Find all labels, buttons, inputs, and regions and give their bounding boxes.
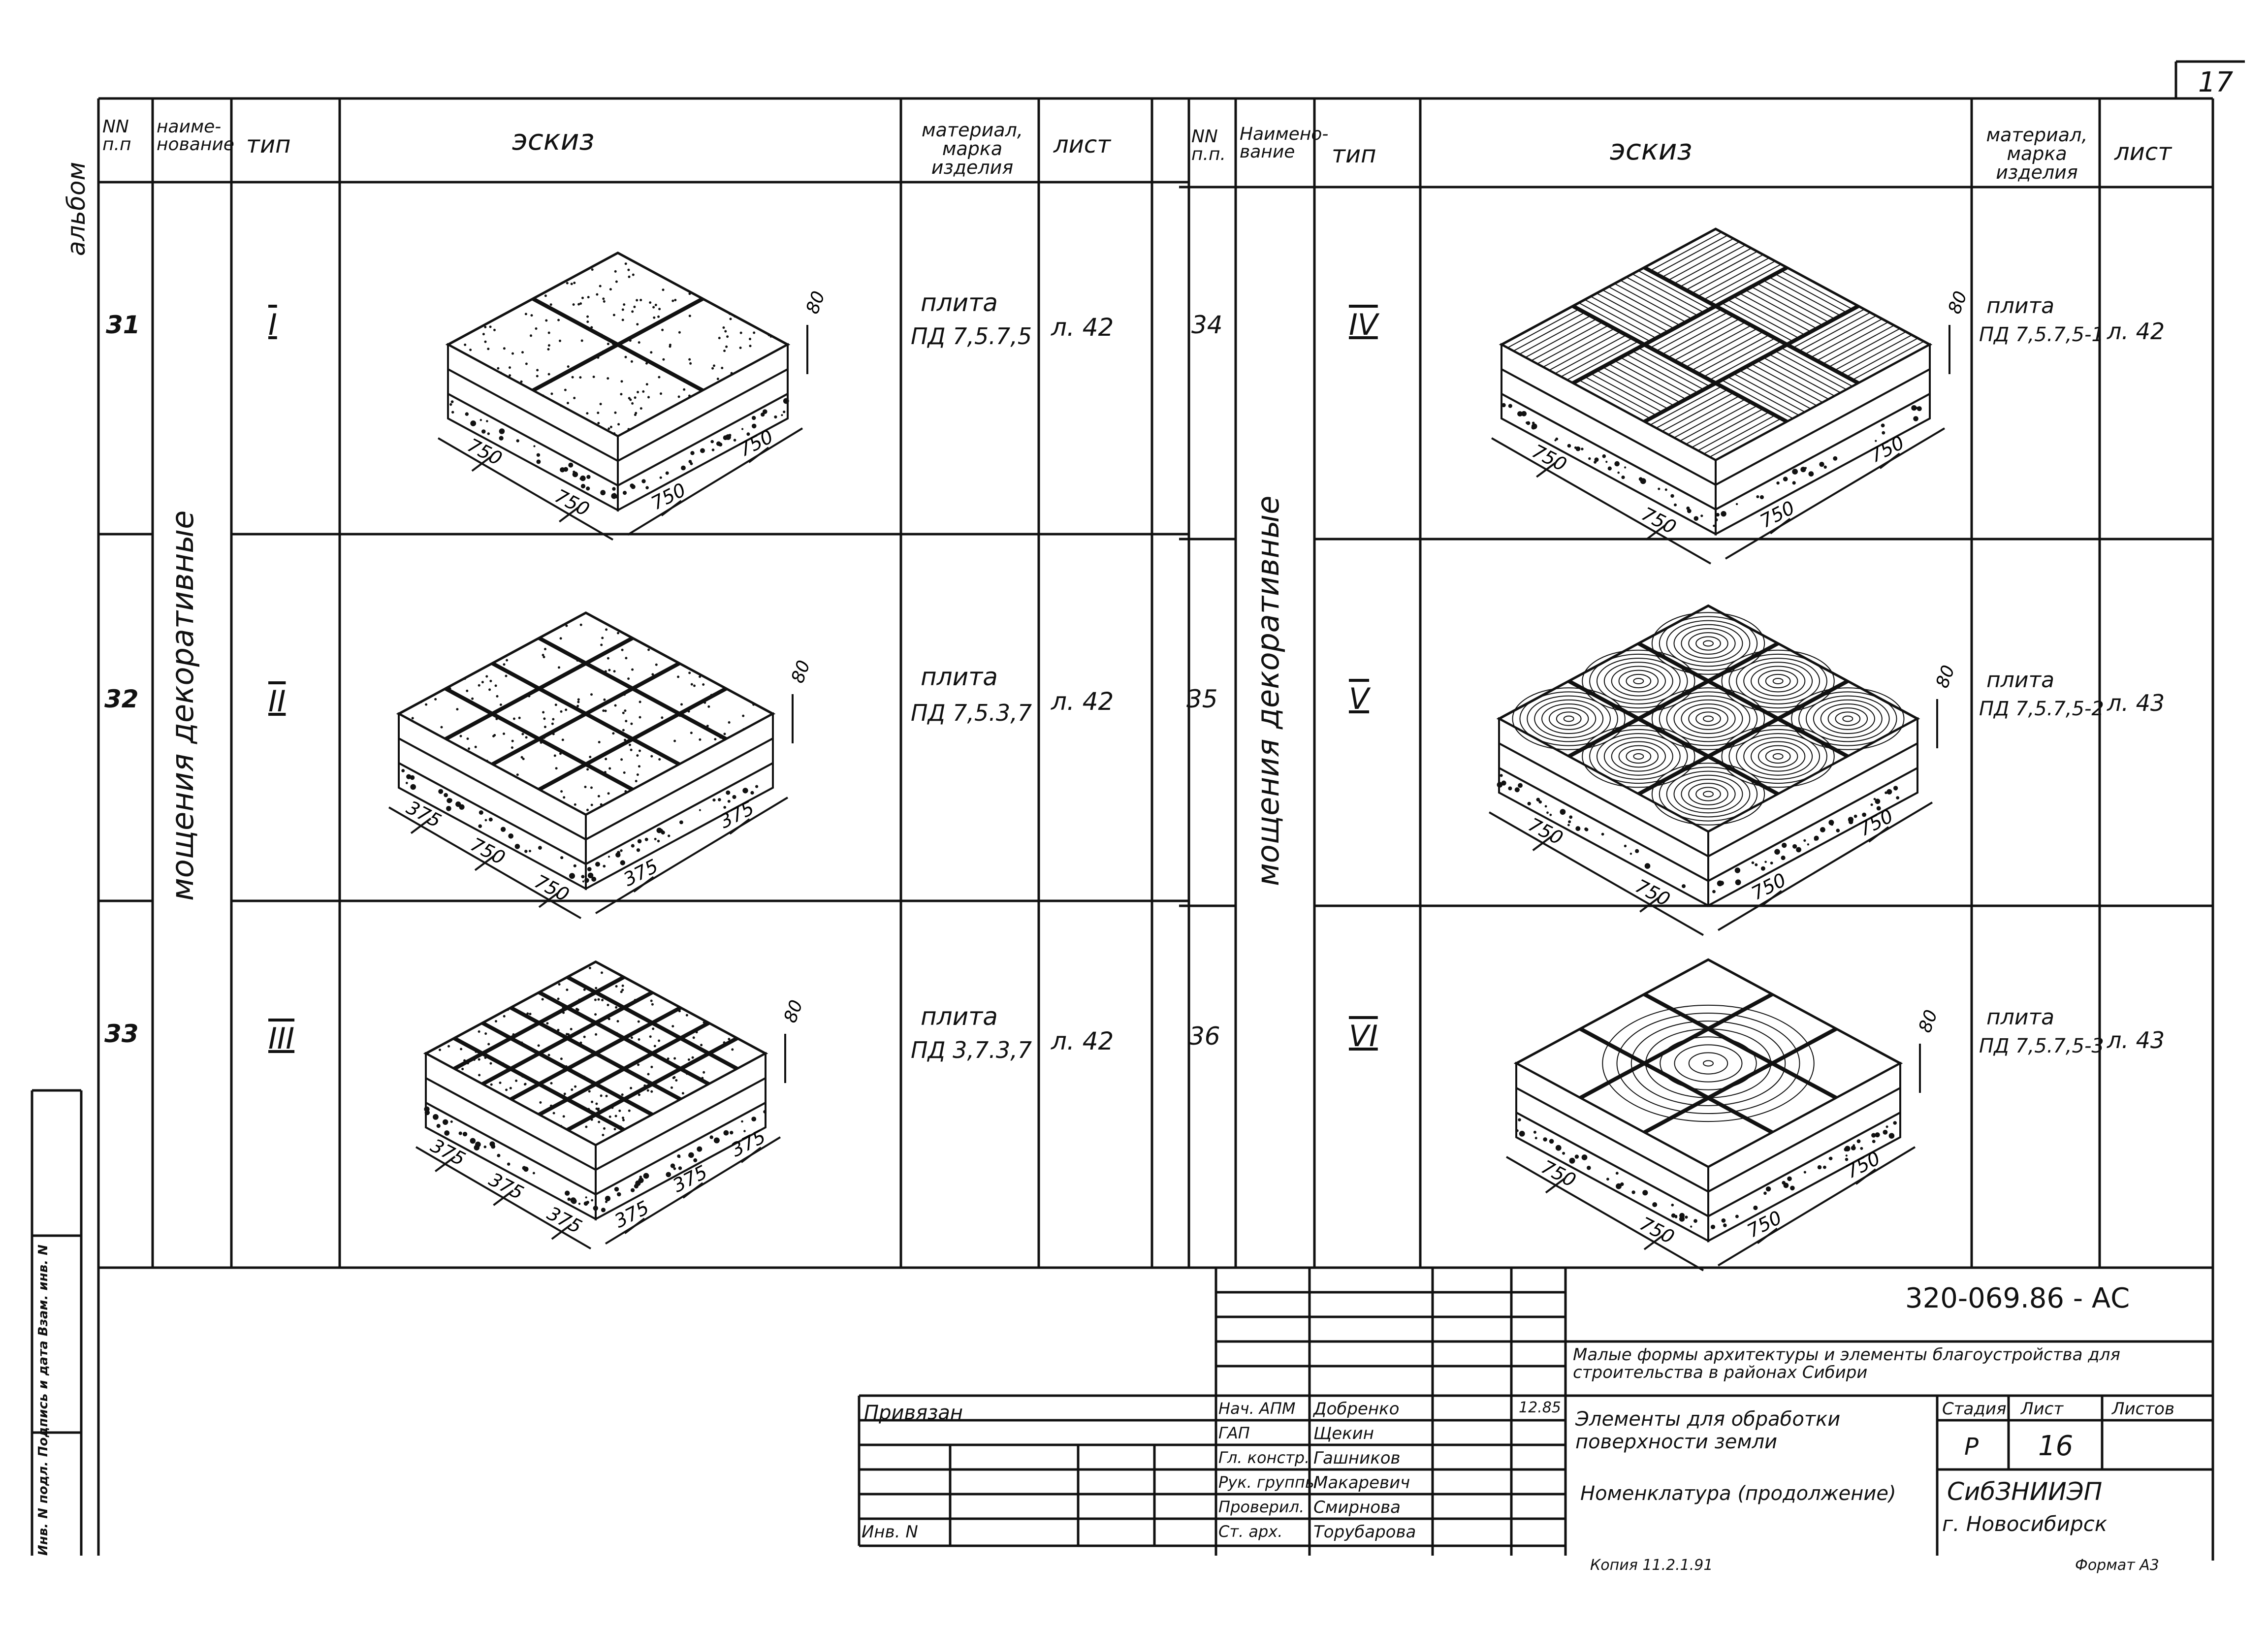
format-note: Формат А3 <box>2075 1558 2159 1573</box>
row-36-nn: 36 <box>1189 1024 1220 1049</box>
sheets-label: Листов <box>2112 1401 2174 1417</box>
row-33-mark: ПД 3,7.3,7 <box>911 1039 1032 1061</box>
col-header-sheet-left: лист <box>1054 133 1111 157</box>
name-4: Макаревич <box>1313 1474 1410 1491</box>
page-number: 17 <box>2198 69 2233 96</box>
doc-code: 320-069.86 - АС <box>1905 1285 2130 1312</box>
paving-sketch-2: 80375750750375375 <box>389 613 814 918</box>
name-3: Гашников <box>1313 1450 1401 1467</box>
privyazan-label: Привязан <box>864 1403 963 1423</box>
col-header-material-left: материал, марка изделия <box>906 121 1039 177</box>
name-5: Смирнова <box>1313 1499 1401 1516</box>
row-33-sheet: л. 42 <box>1051 1029 1114 1053</box>
name-6: Торубарова <box>1313 1524 1416 1540</box>
row-36-material: плита <box>1986 1007 2054 1028</box>
height-label: 80 <box>1945 288 1971 317</box>
row-31-nn: 31 <box>106 313 140 337</box>
stage-value: Р <box>1964 1435 1979 1459</box>
height-label: 80 <box>788 658 814 686</box>
row-33-nn: 33 <box>104 1021 139 1046</box>
sheet-number: 16 <box>2038 1433 2073 1460</box>
album-label: альбом <box>64 162 89 256</box>
group-name-left: мощения декоративные <box>167 511 198 901</box>
row-36-sheet: л. 43 <box>2107 1029 2165 1052</box>
row-31-type: I <box>268 310 277 340</box>
row-35-material: плита <box>1986 670 2054 691</box>
row-36-mark: ПД 7,5.7,5-3 <box>1979 1036 2104 1056</box>
row-35-type: V <box>1349 684 1369 714</box>
left-margin-stamp: Инв. N подл. Подпись и дата Взам. инв. N <box>37 1245 50 1556</box>
row-32-sheet: л. 42 <box>1051 689 1114 714</box>
sketches-layer: 80750750750750 80375750750375375 803753753… <box>389 229 1971 1271</box>
row-36-type: VI <box>1349 1021 1378 1051</box>
role-6: Ст. арх. <box>1218 1524 1282 1539</box>
row-31-mark: ПД 7,5.7,5 <box>911 325 1032 348</box>
table-grid <box>32 62 2245 1561</box>
col-header-type-right: тип <box>1332 143 1376 166</box>
row-32-type: II <box>268 687 286 716</box>
paving-sketch-1: 80750750750750 <box>438 253 829 540</box>
height-label: 80 <box>1915 1007 1942 1035</box>
city: г. Новосибирск <box>1942 1514 2107 1534</box>
row-34-nn: 34 <box>1191 313 1223 337</box>
row-34-type: IV <box>1349 310 1378 340</box>
row-32-nn: 32 <box>104 687 139 711</box>
group-name-right: мощения декоративные <box>1253 496 1283 886</box>
row-35-sheet: л. 43 <box>2107 692 2165 714</box>
row-31-sheet: л. 42 <box>1051 315 1114 340</box>
copied-note: Копия 11.2.1.91 <box>1590 1558 1713 1573</box>
paving-sketch-3: 80375375375375375375 <box>416 962 807 1249</box>
stage-label: Стадия <box>1942 1401 2006 1417</box>
col-header-sketch-right: эскиз <box>1610 135 1692 164</box>
sheet-title: Номенклатура (продолжение) <box>1580 1482 1925 1505</box>
role-4: Рук. группы <box>1218 1474 1317 1490</box>
col-header-sketch-left: эскиз <box>512 126 594 154</box>
inv-label: Инв. N <box>862 1524 918 1540</box>
height-label: 80 <box>1932 663 1959 691</box>
row-31-material: плита <box>921 290 998 315</box>
col-header-nn-left: NN п.п <box>102 118 152 154</box>
col-header-nn-right: NN п.п. <box>1191 128 1236 163</box>
role-2: ГАП <box>1218 1425 1250 1441</box>
row-33-material: плита <box>921 1004 998 1029</box>
signature-date: 12.85 <box>1519 1401 1561 1415</box>
project-title: Малые формы архитектуры и элементы благо… <box>1573 1346 2210 1381</box>
subject-title: Элементы для обработки поверхности земли <box>1575 1408 1930 1453</box>
role-1: Нач. АПМ <box>1218 1401 1295 1416</box>
role-3: Гл. констр. <box>1218 1450 1310 1466</box>
row-34-mark: ПД 7,5.7,5-1 <box>1979 325 2104 345</box>
name-2: Щекин <box>1313 1425 1374 1442</box>
col-header-type-left: тип <box>246 133 291 157</box>
paving-sketch-6: 80750750750750 <box>1506 959 1942 1270</box>
organization: СибЗНИИЭП <box>1947 1479 2102 1504</box>
col-header-sheet-right: лист <box>2114 140 2172 164</box>
name-1: Добренко <box>1313 1401 1399 1417</box>
col-header-material-right: материал, марка изделия <box>1974 126 2100 182</box>
height-label: 80 <box>802 288 829 317</box>
sheet-label: Лист <box>2021 1401 2063 1417</box>
paving-sketch-4: 80750750750750 <box>1492 229 1971 564</box>
row-34-sheet: л. 42 <box>2107 320 2165 343</box>
col-header-name-right: Наимено-вание <box>1240 126 1313 161</box>
row-33-type: III <box>268 1024 294 1053</box>
row-35-nn: 35 <box>1186 687 1218 711</box>
col-header-name-left: наиме-нование <box>157 118 230 154</box>
row-34-material: плита <box>1986 295 2054 317</box>
row-32-mark: ПД 7,5.3,7 <box>911 702 1032 724</box>
role-5: Проверил. <box>1218 1499 1304 1515</box>
row-32-material: плита <box>921 665 998 689</box>
row-35-mark: ПД 7,5.7,5-2 <box>1979 699 2104 719</box>
height-label: 80 <box>780 997 807 1025</box>
paving-sketch-5: 80750750750750 <box>1489 606 1959 935</box>
